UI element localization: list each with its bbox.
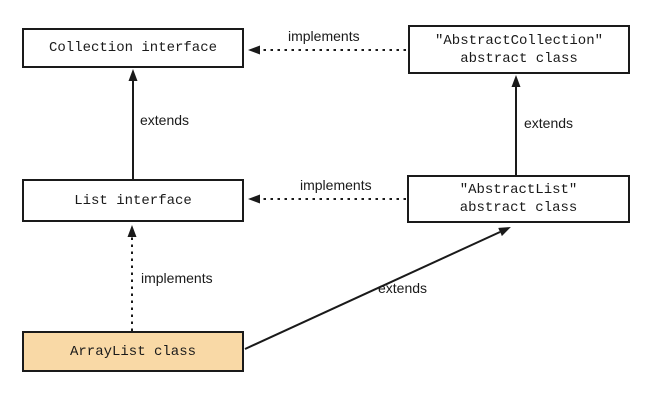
node-list-interface-label: List interface (74, 192, 192, 209)
edge-label-abstractlist-implements-list: implements (300, 177, 372, 193)
edge-label-arraylist-implements-list: implements (141, 270, 213, 286)
node-abstract-list-subtitle: abstract class (459, 200, 578, 216)
edge-label-list-extends-collection: extends (140, 112, 190, 128)
node-abstract-list: "AbstractList" abstract class (407, 175, 630, 223)
node-list-interface: List interface (22, 179, 244, 222)
node-collection-interface: Collection interface (22, 28, 244, 68)
edge-label-arraylist-extends-abstractlist: extends (378, 280, 428, 296)
node-arraylist-class: ArrayList class (22, 331, 244, 372)
node-abstract-collection-subtitle: abstract class (460, 50, 578, 67)
edge-label-abstractlist-extends-abstractcollection: extends (524, 115, 574, 131)
node-abstract-list-name: "AbstractList" (459, 182, 578, 198)
node-abstract-collection-name: "AbstractCollection" (434, 32, 604, 49)
node-arraylist-class-label: ArrayList class (69, 343, 197, 360)
node-abstract-collection: "AbstractCollection" abstract class (408, 25, 630, 74)
node-collection-interface-label: Collection interface (48, 40, 218, 56)
edge-arraylist-extends-abstractlist (244, 226, 511, 350)
edge-label-abstractcollection-implements-collection: implements (288, 28, 360, 44)
